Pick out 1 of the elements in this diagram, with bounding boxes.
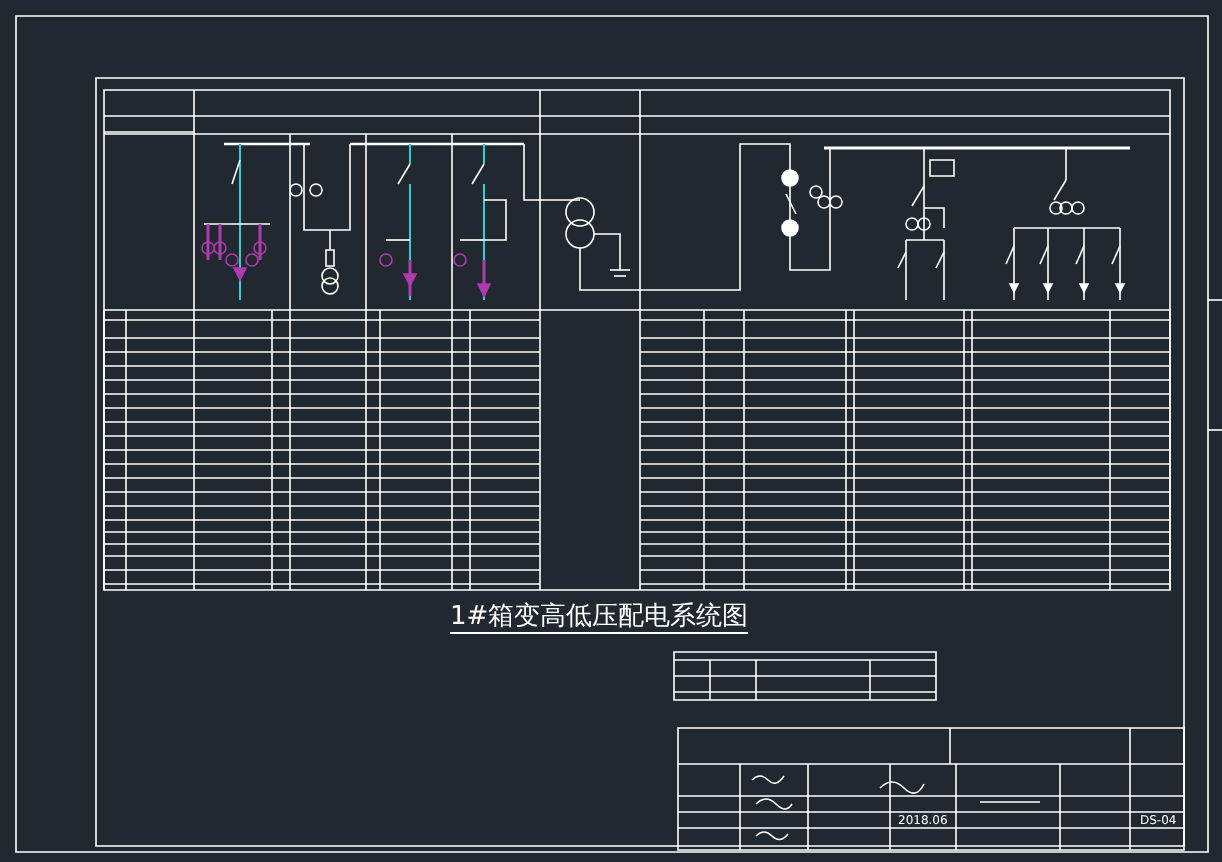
- drawing-title: 1#箱变高低压配电系统图: [450, 604, 749, 634]
